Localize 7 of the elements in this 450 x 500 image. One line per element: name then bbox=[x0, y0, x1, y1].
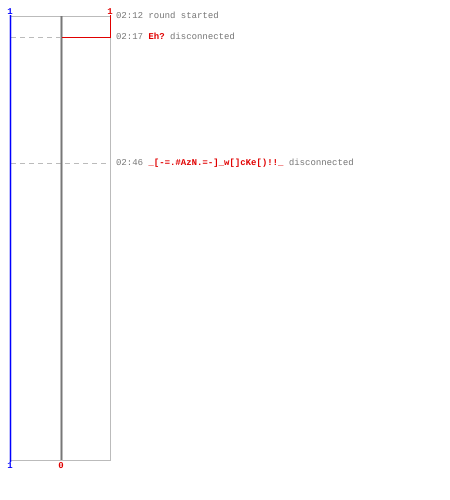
axis-label: 1 bbox=[7, 7, 13, 17]
axis-label: 1 bbox=[7, 461, 13, 471]
axis-label: 1 bbox=[107, 7, 113, 17]
event-text: 02:46 _[-=.#AzN.=-]_w[]cKe[)!!_ disconnected bbox=[116, 158, 354, 168]
axis-label: 0 bbox=[58, 461, 64, 471]
event-text: 02:12 round started bbox=[116, 11, 219, 21]
event-text: 02:17 Eh? disconnected bbox=[116, 32, 235, 42]
